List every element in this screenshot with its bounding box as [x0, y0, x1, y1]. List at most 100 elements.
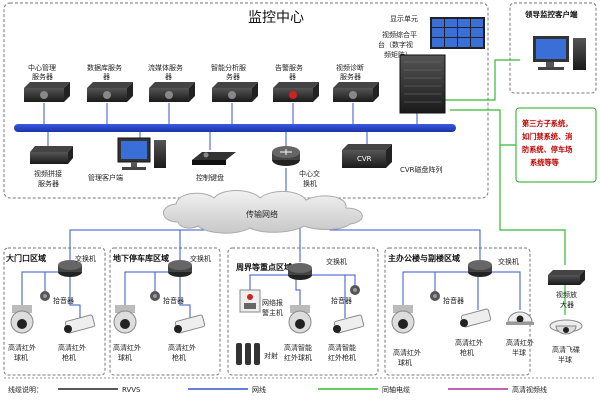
switch-icon: [58, 260, 82, 277]
server-icon: [273, 82, 319, 102]
leader-client-label: 领导监控客户端: [525, 9, 578, 19]
mgmt-client-icon: [117, 137, 166, 170]
leader-client-box: [509, 2, 597, 94]
zone-gate-box: [3, 247, 106, 376]
matrix-rack-icon: [399, 54, 446, 114]
video-platform-label-1: 视频综合平: [382, 30, 417, 39]
switch-label: 交换机: [190, 254, 211, 263]
server-label: 器: [103, 73, 110, 81]
device-label: 高清红外: [393, 348, 421, 357]
device-label: 高清红外: [506, 338, 534, 347]
device-label: 枪机: [460, 348, 474, 357]
pickup-icon: [150, 291, 160, 301]
server-uplinks: [21, 103, 521, 318]
server-label: 服务器: [32, 72, 53, 81]
video-amp-icon: [548, 270, 585, 285]
splice-server-label: 服务器: [38, 179, 59, 188]
server-label: 告警服务: [275, 63, 303, 72]
device-label: 高清红外: [58, 343, 86, 352]
transport-net-label: 传输网络: [246, 209, 278, 219]
cvr-label: CVR: [357, 155, 372, 163]
device-label: 枪机: [62, 353, 76, 362]
device-label: 红外枪机: [328, 353, 356, 362]
device-label: 球机: [14, 353, 28, 362]
bullet-camera-icon: [64, 314, 96, 334]
device-label: 高清红外: [113, 343, 141, 352]
alarm-host-label: 网络报: [262, 298, 283, 307]
device-label: 高清红外: [168, 343, 196, 352]
splice-server-label: 视频拼接: [34, 169, 62, 178]
server-label: 服务器: [340, 72, 361, 81]
device-label: 高清红外: [8, 343, 36, 352]
legend-label: RVVS: [122, 386, 141, 394]
legend-label: 高清视频线: [512, 385, 547, 394]
leader-pc-icon: [533, 36, 586, 70]
center-switch-label: 换机: [303, 179, 317, 188]
bullet-camera-icon: [460, 308, 492, 328]
pickup-label: 拾音器: [443, 296, 464, 305]
dome-camera-icon: [288, 305, 312, 334]
dome-camera-icon: [10, 305, 34, 334]
third-party-label: 系统等等: [530, 158, 560, 167]
device-label: 球机: [398, 358, 412, 367]
switch-icon: [468, 260, 492, 277]
pickup-icon: [430, 291, 440, 301]
switch-icon: [288, 263, 312, 280]
control-keyboard-icon: [192, 152, 236, 165]
device-label: 红外球机: [284, 353, 312, 362]
server-label: 器: [165, 73, 172, 81]
beam-label: 对射: [264, 351, 278, 360]
server-icon: [87, 82, 133, 102]
pickup-label: 拾音器: [331, 296, 352, 305]
zone-perimeter-title: 周界等重点区域: [236, 262, 292, 272]
half-dome-camera-icon: [506, 311, 534, 325]
cvr-array-label: CVR磁盘阵列: [400, 165, 443, 174]
legend-title: 线缆说明：: [8, 385, 43, 394]
pickup-label: 拾音器: [163, 296, 184, 305]
bullet-camera-icon: [174, 314, 206, 334]
pickup-label: 拾音器: [53, 296, 74, 305]
bullet-camera-icon: [333, 314, 365, 334]
mgmt-client-label: 管理客户端: [88, 173, 123, 182]
device-label: 球机: [118, 353, 132, 362]
legend-label: 网线: [252, 385, 266, 394]
transport-cloud: [163, 190, 363, 234]
ufo-dome-camera-icon: [549, 319, 583, 335]
server-label: 智能分析服: [211, 63, 246, 72]
center-title: 监控中心: [248, 10, 304, 26]
device-label: 高清智能: [284, 343, 312, 352]
server-label: 中心管理: [28, 63, 56, 72]
device-label: 高清智能: [328, 343, 356, 352]
network-bus: [14, 124, 456, 132]
center-switch-icon: [272, 146, 300, 166]
zone-parking-box: [109, 247, 221, 376]
zone-gate-title: 大门口区域: [6, 253, 46, 263]
switch-label: 交换机: [326, 257, 347, 266]
video-platform-label-3: 频矩阵）: [384, 50, 412, 59]
switch-icon: [168, 260, 192, 277]
device-label: 高清飞碟: [552, 345, 580, 354]
server-label: 数据库服务: [87, 63, 122, 72]
video-amp-label: 视频放: [556, 290, 577, 299]
third-party-label: 防系统、停车场: [522, 145, 572, 154]
switch-label: 交换机: [498, 257, 519, 266]
zone-parking-title: 地下停车库区域: [113, 253, 169, 263]
zone-office-box: [384, 247, 531, 376]
display-unit-label: 显示单元: [390, 14, 418, 23]
dome-camera-icon: [391, 305, 415, 334]
device-label: 半球: [512, 348, 526, 357]
video-platform-label-2: 台（数字视: [378, 40, 413, 49]
cvr-array-icon: [342, 144, 392, 168]
device-label: 高清红外: [455, 338, 483, 347]
dome-camera-icon: [113, 305, 137, 334]
zone-perimeter-box: [227, 247, 379, 376]
server-row: [24, 82, 379, 102]
third-party-label: 第三方子系统，: [522, 119, 572, 128]
server-icon: [24, 82, 70, 102]
pickup-icon: [350, 285, 360, 295]
zone-office-title: 主办公楼与副楼区域: [388, 253, 460, 263]
zone-switches: [58, 260, 492, 280]
splice-server-icon: [30, 146, 73, 164]
